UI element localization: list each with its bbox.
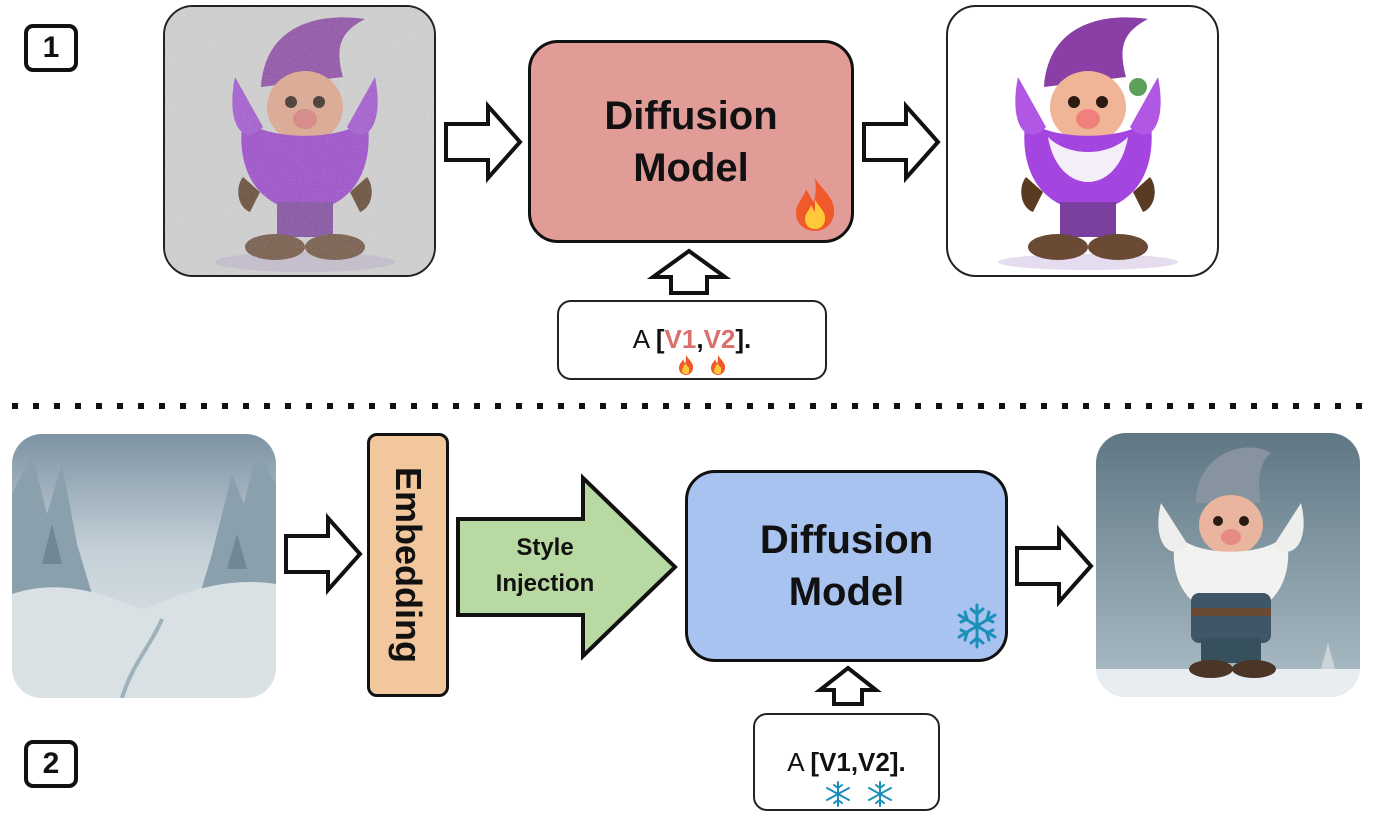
stage-2-badge: 2 <box>24 740 78 788</box>
prompt-comma: , <box>696 324 704 354</box>
gnome-illustration-noisy <box>165 7 434 275</box>
snowy-gnome-image <box>1096 433 1360 697</box>
snowflake-icon <box>957 603 997 649</box>
style-injection-line2: Injection <box>495 570 595 597</box>
gnome-illustration-clean <box>998 17 1178 270</box>
prompt-box-stage2: A [V1,V2]. <box>753 713 940 811</box>
prompt-box-stage1: A [V1,V2]. <box>557 300 827 380</box>
embedding-block: Embedding <box>367 433 449 697</box>
prompt-open-bracket: [ <box>655 324 665 354</box>
prompt-text: A [V1,V2]. <box>559 324 825 355</box>
arrow-up-icon <box>646 248 732 295</box>
snowflake-icon <box>868 781 892 807</box>
prompt-prefix: A <box>632 324 656 354</box>
snowy-gnome-illustration <box>1096 433 1360 697</box>
style-injection-label: Style Injection <box>470 530 620 602</box>
snowflake-icon <box>826 781 850 807</box>
model-label-line1: Diffusion <box>604 93 778 138</box>
snowy-forest-image <box>12 434 276 698</box>
arrow-right-icon <box>862 100 941 184</box>
token-v2: V2 <box>703 324 736 354</box>
clean-gnome-image <box>946 5 1219 277</box>
prompt-tokens: [V1,V2]. <box>810 747 906 777</box>
arrow-right-icon <box>444 100 523 184</box>
embedding-label: Embedding <box>388 467 429 663</box>
fire-icon <box>796 178 835 231</box>
noisy-gnome-image <box>163 5 436 277</box>
fire-icon <box>711 355 726 375</box>
stage-divider <box>12 403 1366 409</box>
token-v1: V1 <box>664 324 697 354</box>
arrow-right-icon <box>1015 524 1094 608</box>
style-injection-arrow <box>456 473 678 661</box>
model-label-line2: Model <box>788 570 905 614</box>
stage-1-badge: 1 <box>24 24 78 72</box>
arrow-right-icon <box>284 512 363 596</box>
arrow-up-icon <box>814 665 882 706</box>
style-injection-line1: Style <box>516 534 574 561</box>
fire-icon <box>679 355 694 375</box>
model-label-line2: Model <box>633 145 749 190</box>
diffusion-model-frozen: Diffusion Model <box>685 470 1008 662</box>
prompt-text: A [V1,V2]. <box>755 747 938 778</box>
prompt-close-bracket: ]. <box>735 324 752 354</box>
model-label-line1: Diffusion <box>759 518 934 562</box>
snowy-forest-illustration <box>12 434 276 698</box>
prompt-prefix: A <box>787 747 811 777</box>
